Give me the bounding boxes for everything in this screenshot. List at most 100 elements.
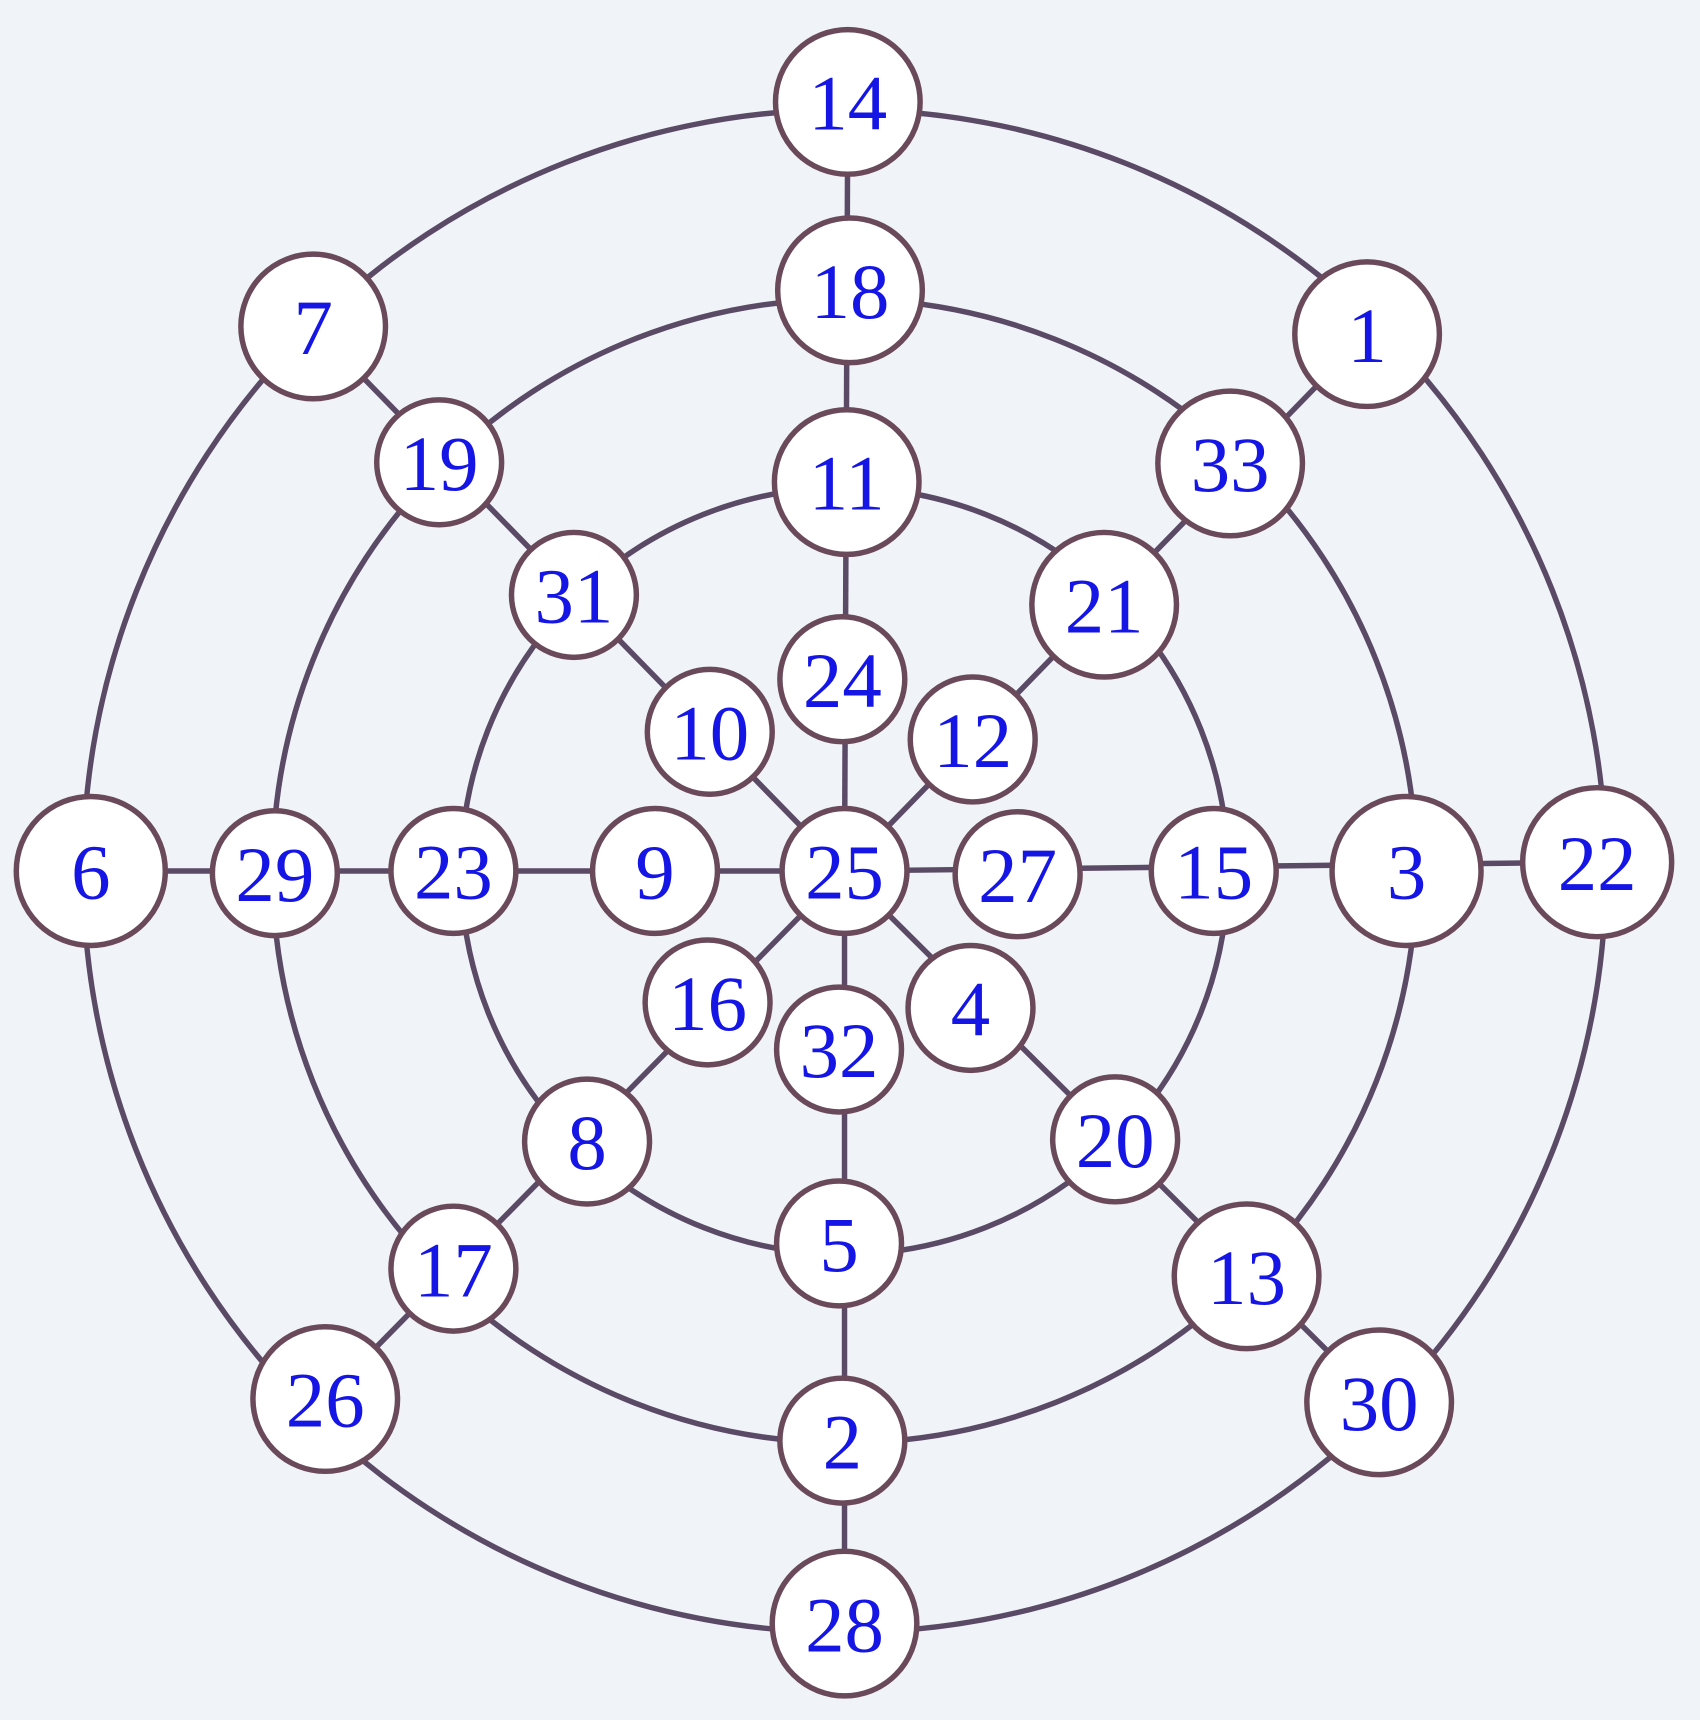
node-number: 28 [805,1582,884,1669]
node-13: 13 [1171,1201,1322,1352]
node-number: 5 [819,1202,858,1289]
node-26: 26 [250,1323,401,1475]
node-number: 18 [811,249,890,336]
node-circle [773,984,905,1115]
node-number: 15 [1174,830,1253,917]
node-circle [1148,805,1279,937]
node-circle [209,807,341,939]
node-circle [508,529,640,661]
node-number: 9 [635,830,674,917]
node-number: 20 [1076,1098,1155,1185]
node-number: 10 [670,691,749,778]
node-16: 16 [642,937,773,1068]
node-number: 23 [414,830,493,917]
node-number: 7 [293,285,332,372]
node-31: 31 [508,529,640,661]
node-32: 32 [773,984,905,1115]
node-circle [1171,1201,1322,1352]
node-24: 24 [777,614,908,745]
node-circle [521,1076,653,1207]
node-14: 14 [772,26,923,177]
node-circle [644,666,775,798]
node-number: 4 [951,967,990,1054]
node-number: 22 [1558,821,1637,908]
node-number: 17 [414,1227,493,1314]
node-18: 18 [774,215,926,366]
node-1: 1 [1292,259,1443,410]
node-9: 9 [589,805,721,937]
node-20: 20 [1049,1074,1181,1205]
node-circle [1329,793,1484,949]
node-number: 12 [933,698,1012,785]
node-number: 8 [567,1100,606,1187]
node-number: 13 [1207,1235,1286,1322]
node-circle [1292,259,1443,410]
node-circle [1029,529,1180,680]
node-4: 4 [905,942,1036,1074]
node-number: 1 [1347,293,1386,380]
node-circle [777,1375,908,1506]
node-23: 23 [388,805,519,937]
node-number: 30 [1340,1361,1419,1448]
node-circle [250,1323,401,1475]
node-27: 27 [952,809,1083,940]
node-circle [589,805,721,937]
node-circle [388,805,519,937]
node-circle [777,614,908,745]
node-22: 22 [1519,784,1675,940]
node-8: 8 [521,1076,653,1207]
node-17: 17 [388,1203,519,1334]
node-33: 33 [1155,388,1306,539]
node-number: 19 [400,421,479,508]
node-number: 2 [823,1399,862,1486]
node-30: 30 [1304,1327,1455,1478]
node-circle [779,805,910,937]
node-circle [1155,388,1306,539]
node-2: 2 [777,1375,908,1506]
node-circle [642,937,773,1068]
node-circle [772,26,923,177]
node-12: 12 [907,674,1038,805]
node-circle [1519,784,1675,940]
node-29: 29 [209,807,341,939]
node-5: 5 [773,1178,905,1309]
node-number: 21 [1065,563,1144,650]
node-circle [774,215,926,366]
node-number: 29 [235,832,314,919]
node-number: 6 [71,830,110,917]
node-number: 24 [803,638,882,725]
node-28: 28 [769,1548,920,1699]
node-10: 10 [644,666,775,798]
node-number: 27 [978,833,1057,920]
node-circle [769,1548,920,1699]
node-7: 7 [238,251,389,402]
node-circle [373,397,505,528]
node-21: 21 [1029,529,1180,680]
node-circle [907,674,1038,805]
node-number: 25 [805,830,884,917]
node-circle [771,406,922,558]
node-6: 6 [13,793,169,949]
node-circle [1304,1327,1455,1478]
node-11: 11 [771,406,922,558]
node-circle [905,942,1036,1074]
node-circle [388,1203,519,1334]
node-circle [1049,1074,1181,1205]
node-number: 33 [1191,422,1270,509]
node-circle [773,1178,905,1309]
node-number: 32 [800,1008,879,1095]
node-number: 31 [534,554,613,641]
node-3: 3 [1329,793,1484,949]
node-number: 16 [668,961,747,1048]
node-15: 15 [1148,805,1279,937]
node-circle [238,251,389,402]
node-number: 3 [1387,830,1426,917]
node-25: 25 [779,805,910,937]
node-19: 19 [373,397,505,528]
node-circle [952,809,1083,940]
node-number: 14 [808,61,887,148]
node-number: 11 [809,441,885,528]
node-number: 26 [286,1358,365,1445]
